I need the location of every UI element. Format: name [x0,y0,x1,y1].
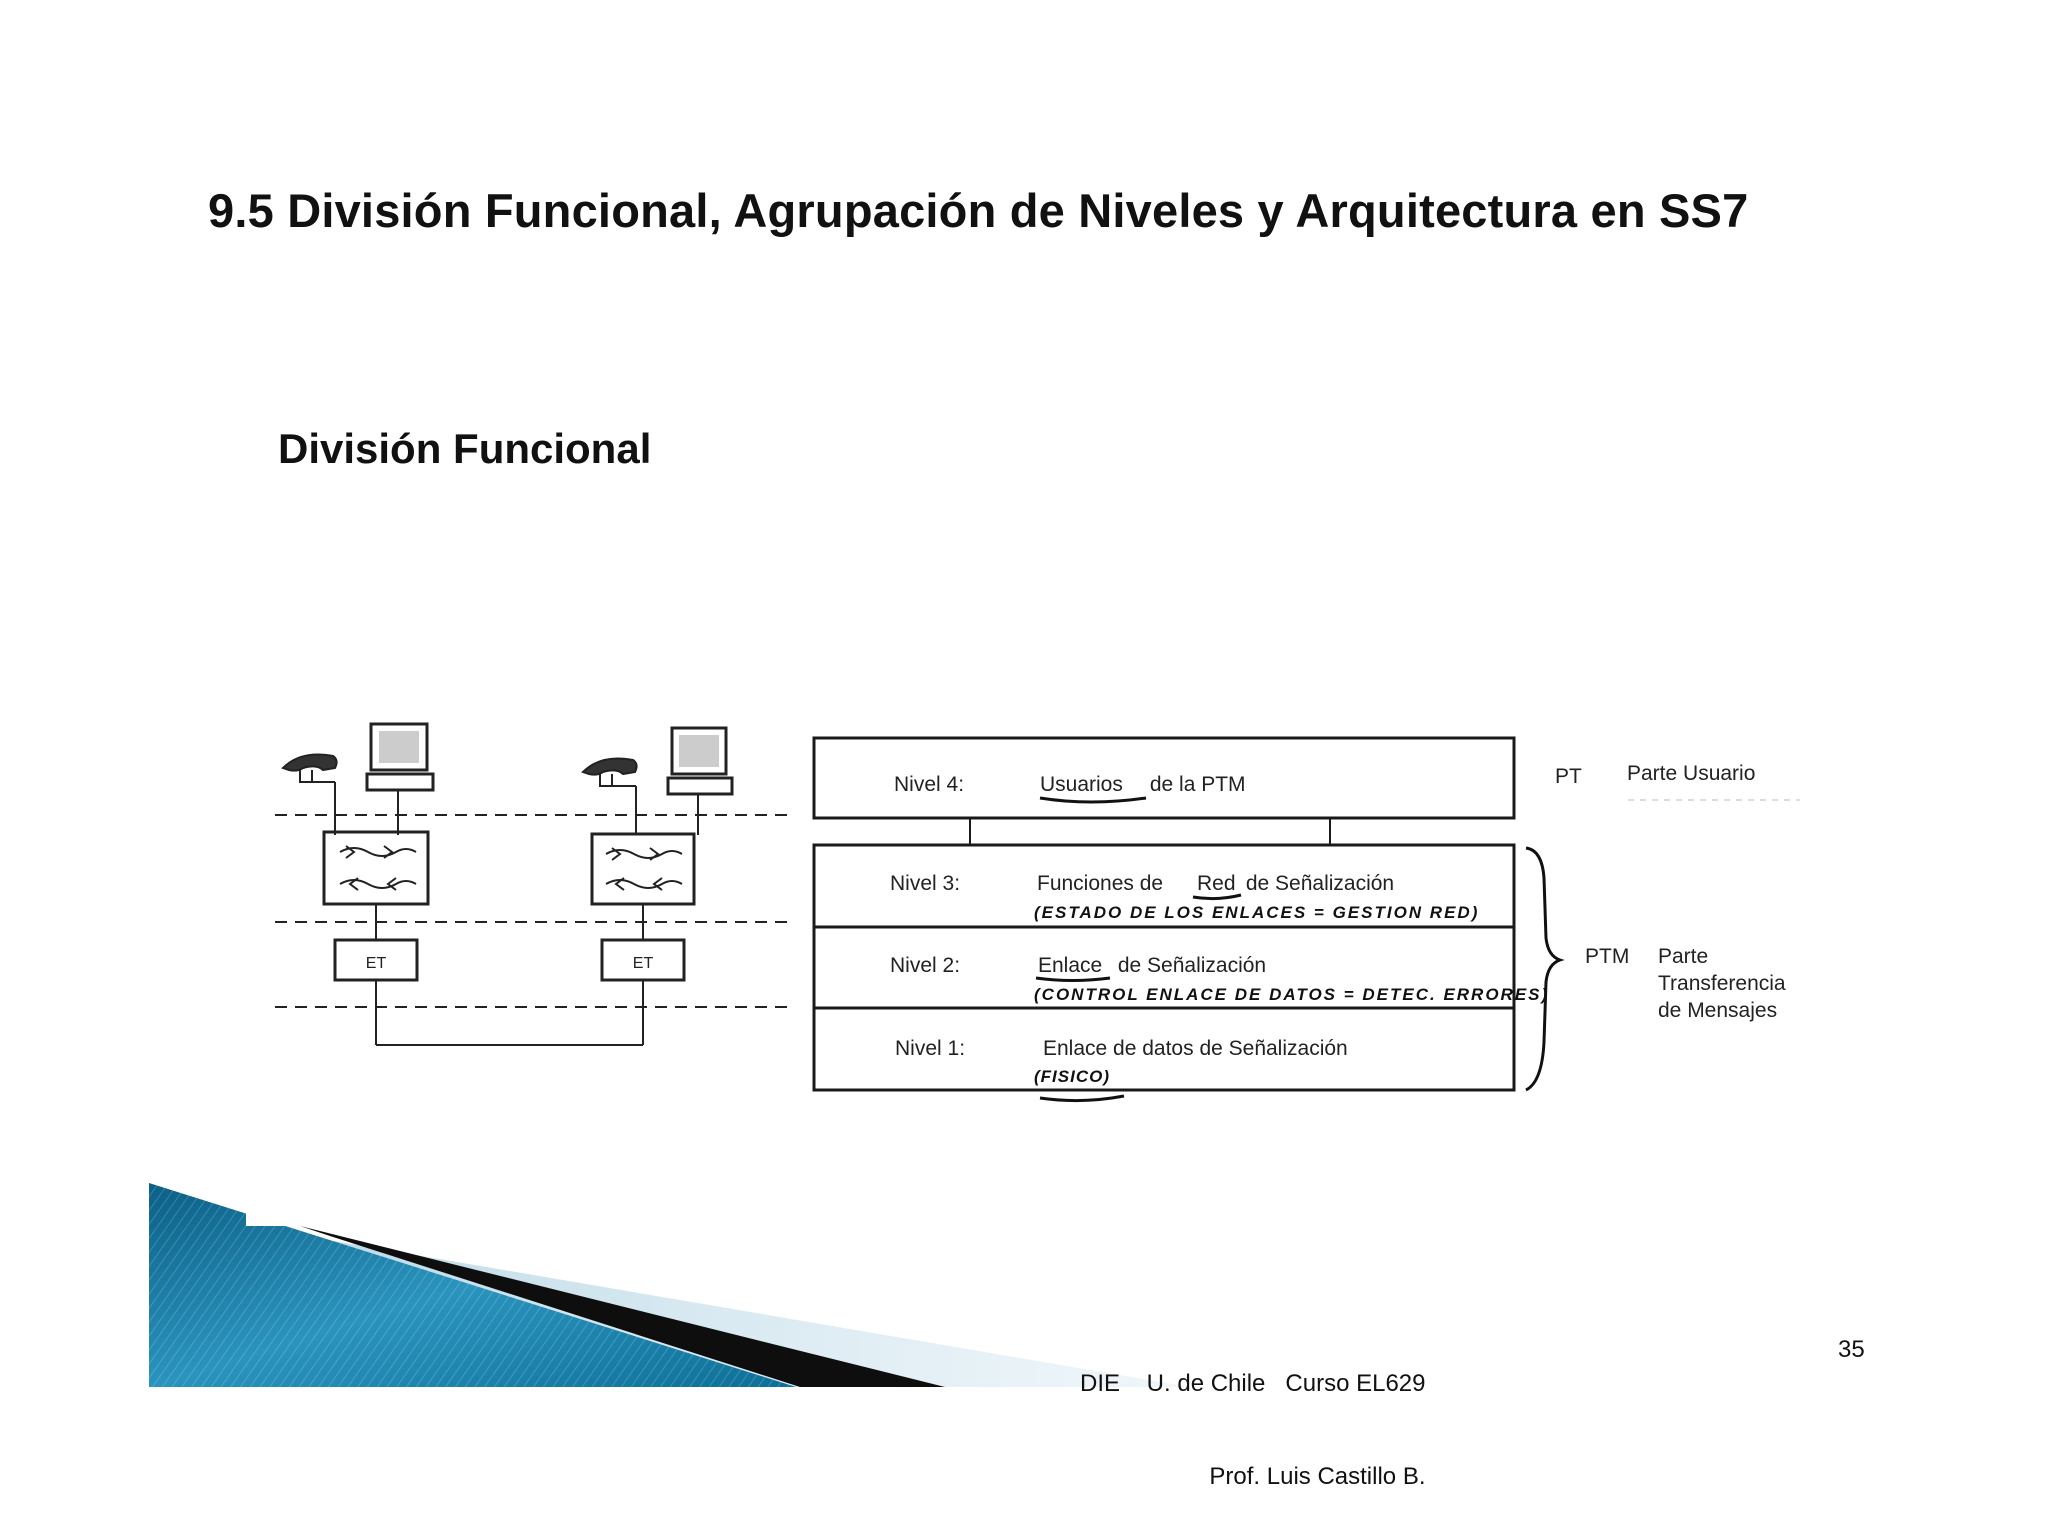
ptm-label-line-3: de Mensajes [1658,999,1777,1022]
level-3-desc-rest: de Señalización [1240,872,1394,895]
level-4-box [812,736,1516,820]
footer-credits: DIE U. de Chile Curso EL629 Prof. Luis C… [1080,1306,1426,1523]
ss7-functional-division-diagram: ET ET Nivel 4: Usuarios de la PTM Nivel … [275,722,1800,1103]
pt-label: Parte Usuario [1627,762,1755,785]
ptm-abbreviation: PTM [1585,945,1629,968]
level-3-desc-prefix: Funciones de [1037,872,1169,895]
telephone-icon-left [281,753,338,783]
level-1-row: Nivel 1: Enlace de datos de Señalización… [895,1037,1348,1103]
ptm-label-line-2: Transferencia [1658,972,1786,995]
black-wedge [300,1226,945,1387]
slide-title: 9.5 División Funcional, Agrupación de Ni… [208,184,1749,237]
level-2-desc-underlined: Enlace [1038,954,1102,977]
level-1-name: Nivel 1: [895,1037,965,1060]
level-2-name: Nivel 2: [890,954,960,977]
computer-icon-right [666,726,734,796]
ptm-brace [1525,846,1565,1092]
level-2-note: (CONTROL ENLACE DE DATOS = DETEC. ERRORE… [1034,985,1549,1004]
footer-professor-line: Prof. Luis Castillo B. [1209,1463,1426,1490]
level-3-note: (ESTADO DE LOS ENLACES = GESTION RED) [1034,903,1479,922]
level-4-row: Nivel 4: Usuarios de la PTM [894,773,1246,804]
white-notch [246,1200,306,1226]
pt-abbreviation: PT [1555,765,1582,788]
level-3-name: Nivel 3: [890,872,960,895]
decorative-corner-graphic [149,1183,1190,1387]
level-2-row: Nivel 2: Enlace de Señalización (CONTROL… [890,954,1549,1004]
level-1-note: (FISICO) [1034,1067,1110,1086]
level-4-desc-rest: de la PTM [1144,773,1246,796]
computer-icon-left [365,722,435,792]
slide-subtitle: División Funcional [278,425,652,472]
level-1-desc: Enlace de datos de Señalización [1043,1037,1348,1060]
ptm-stack-box [812,843,1516,1092]
et-label-left: ET [366,955,387,972]
level-2-desc-rest: de Señalización [1112,954,1266,977]
ptm-label-line-1: Parte [1658,945,1708,968]
level-4-name: Nivel 4: [894,773,964,796]
et-label-right: ET [633,955,654,972]
telephone-icon-right [581,757,638,787]
network-sketch [275,722,790,1046]
level-stack [812,736,1516,1092]
page-number: 35 [1838,1336,1865,1363]
level-4-desc-underlined: Usuarios [1040,773,1123,796]
level-3-desc-underlined: Red [1197,872,1236,895]
footer-course-line: DIE U. de Chile Curso EL629 [1080,1370,1426,1397]
level-3-row: Nivel 3: Funciones de Red de Señalizació… [890,872,1479,922]
